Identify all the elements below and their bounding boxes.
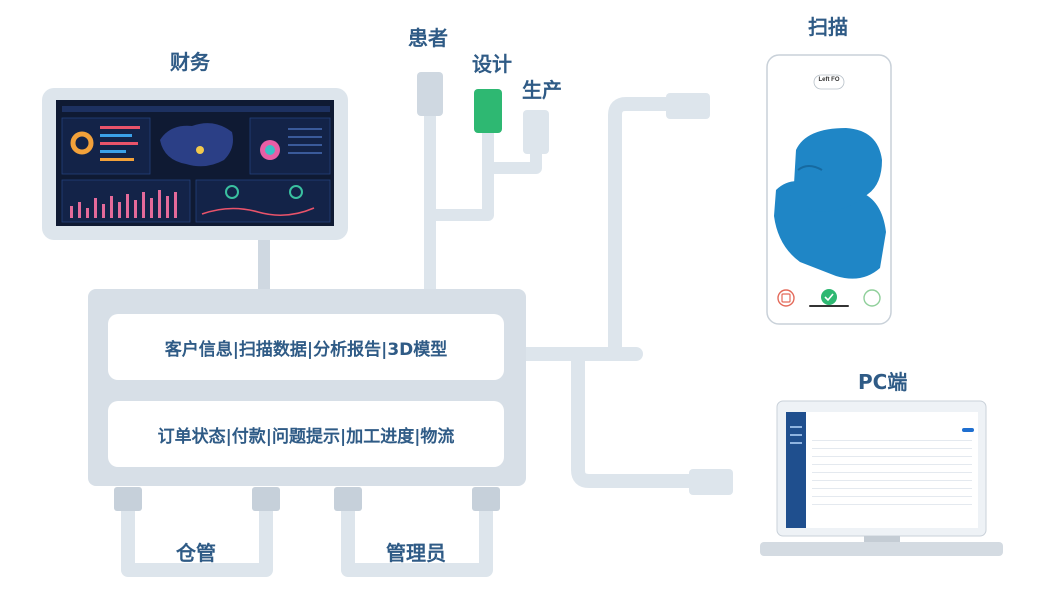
- laptop-base: [760, 542, 1003, 556]
- plug-pc: [689, 469, 733, 495]
- label-design: 设计: [472, 52, 512, 76]
- pipe-pc: [571, 347, 697, 488]
- label-admin: 管理员: [386, 541, 446, 565]
- plug-scan: [666, 93, 710, 119]
- laptop-screen: [786, 412, 978, 528]
- pipe-scan: [608, 97, 677, 361]
- label-warehouse: 仓管: [176, 541, 216, 565]
- finance-dashboard-monitor: [42, 88, 348, 240]
- plug-design: [474, 89, 502, 133]
- connector-pipes: [121, 97, 697, 577]
- pc-laptop: [760, 400, 1003, 556]
- phone-tag: Left FO: [818, 77, 840, 83]
- label-pc: PC端: [858, 370, 908, 394]
- pipe-design: [424, 126, 494, 221]
- share-icon: [863, 289, 881, 307]
- bar-chart-icon: [70, 190, 177, 218]
- hub-row-customer-data: 客户信息|扫描数据|分析报告|3D模型: [108, 314, 504, 380]
- donut-chart-icon: [70, 131, 94, 155]
- label-scan: 扫描: [808, 15, 848, 39]
- label-patient: 患者: [408, 26, 448, 50]
- pipe-admin: [341, 499, 493, 577]
- line-chart-icon: [201, 207, 315, 216]
- hub-row-order-status: 订单状态|付款|问题提示|加工进度|物流: [108, 401, 504, 467]
- plug-warehouse-right: [252, 487, 280, 511]
- plug-admin-left: [334, 487, 362, 511]
- pipe-warehouse: [121, 499, 273, 577]
- phone-tag-pill: [813, 74, 845, 90]
- scan-phone: [766, 54, 892, 325]
- label-finance: 财务: [170, 50, 210, 74]
- label-production: 生产: [522, 78, 562, 102]
- plug-admin-right: [472, 487, 500, 511]
- confirm-icon: [821, 289, 837, 305]
- laptop-sidebar: [786, 412, 806, 528]
- plug-patient: [417, 72, 443, 116]
- plug-production: [523, 110, 549, 154]
- pipe-production: [484, 146, 542, 174]
- plug-warehouse-left: [114, 487, 142, 511]
- plugs: [114, 72, 733, 511]
- china-map-icon: [160, 123, 233, 167]
- delete-icon: [777, 289, 795, 307]
- scan-3d-model: [774, 128, 886, 279]
